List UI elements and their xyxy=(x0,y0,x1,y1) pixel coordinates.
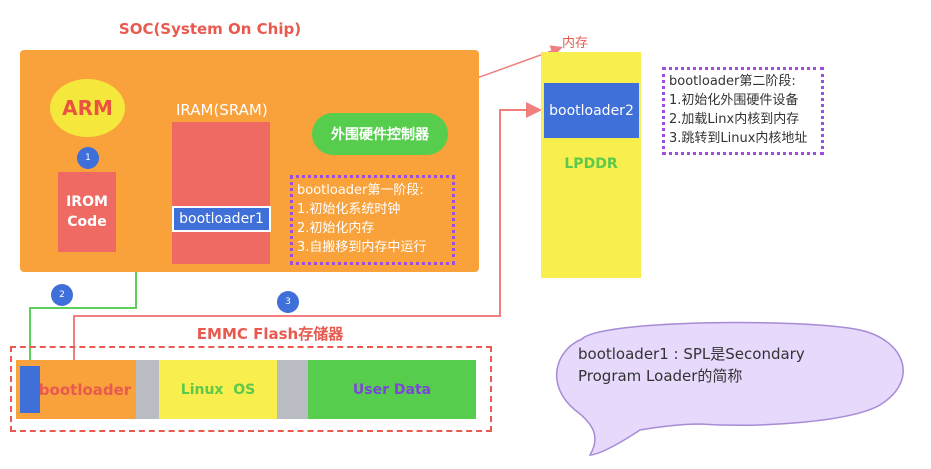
iram-label: IRAM(SRAM) xyxy=(176,101,268,119)
stage1-item: 3.自搬移到内存中运行 xyxy=(297,240,427,255)
spl-note: bootloader1 : SPL是Secondary Program Load… xyxy=(578,343,878,405)
speech-bubble xyxy=(555,321,904,456)
emmc-spl-segment xyxy=(20,366,40,413)
stage2-item: 2.加载Linx内核到内存 xyxy=(669,112,800,127)
emmc-frame xyxy=(10,346,492,432)
spl-note-line1: bootloader1 : SPL是Secondary xyxy=(578,345,805,363)
bootloader2-block: bootloader2 xyxy=(544,83,639,138)
stage2-item: 1.初始化外围硬件设备 xyxy=(669,93,799,108)
lpddr-label: LPDDR xyxy=(564,156,618,172)
irom-label: IROM xyxy=(66,194,108,210)
emmc-gap-1 xyxy=(136,360,159,419)
stage1-title: bootloader第一阶段: xyxy=(297,183,424,198)
step-badge-1: 1 xyxy=(77,147,99,169)
iram-block xyxy=(172,122,270,264)
soc-title: SOC(System On Chip) xyxy=(118,20,302,38)
arm-core: ARM xyxy=(50,79,125,137)
emmc-userdata-partition: User Data xyxy=(308,360,476,419)
peripheral-controller: 外围硬件控制器 xyxy=(312,113,448,155)
emmc-linux-partition: Linux OS xyxy=(159,360,277,419)
irom-code-box: IROM Code xyxy=(58,172,116,252)
spl-note-line2: Program Loader的简称 xyxy=(578,367,743,385)
stage1-item: 1.初始化系统时钟 xyxy=(297,202,401,217)
step-badge-2: 2 xyxy=(51,284,73,306)
emmc-title: EMMC Flash存储器 xyxy=(196,325,344,343)
stage2-item: 3.跳转到Linux内核地址 xyxy=(669,131,808,146)
stage1-note: bootloader第一阶段: 1.初始化系统时钟 2.初始化内存 3.自搬移到… xyxy=(290,175,455,265)
memory-label: 内存 xyxy=(561,36,588,51)
emmc-to-lpddr-arrow xyxy=(73,102,542,362)
bootloader1-block: bootloader1 xyxy=(172,206,271,232)
step-badge-3: 3 xyxy=(277,291,299,313)
stage2-title: bootloader第二阶段: xyxy=(669,74,796,89)
stage2-note: bootloader第二阶段: 1.初始化外围硬件设备 2.加载Linx内核到内… xyxy=(662,67,824,155)
irom-code-label: Code xyxy=(67,214,107,230)
stage1-item: 2.初始化内存 xyxy=(297,221,375,236)
emmc-gap-2 xyxy=(277,360,308,419)
